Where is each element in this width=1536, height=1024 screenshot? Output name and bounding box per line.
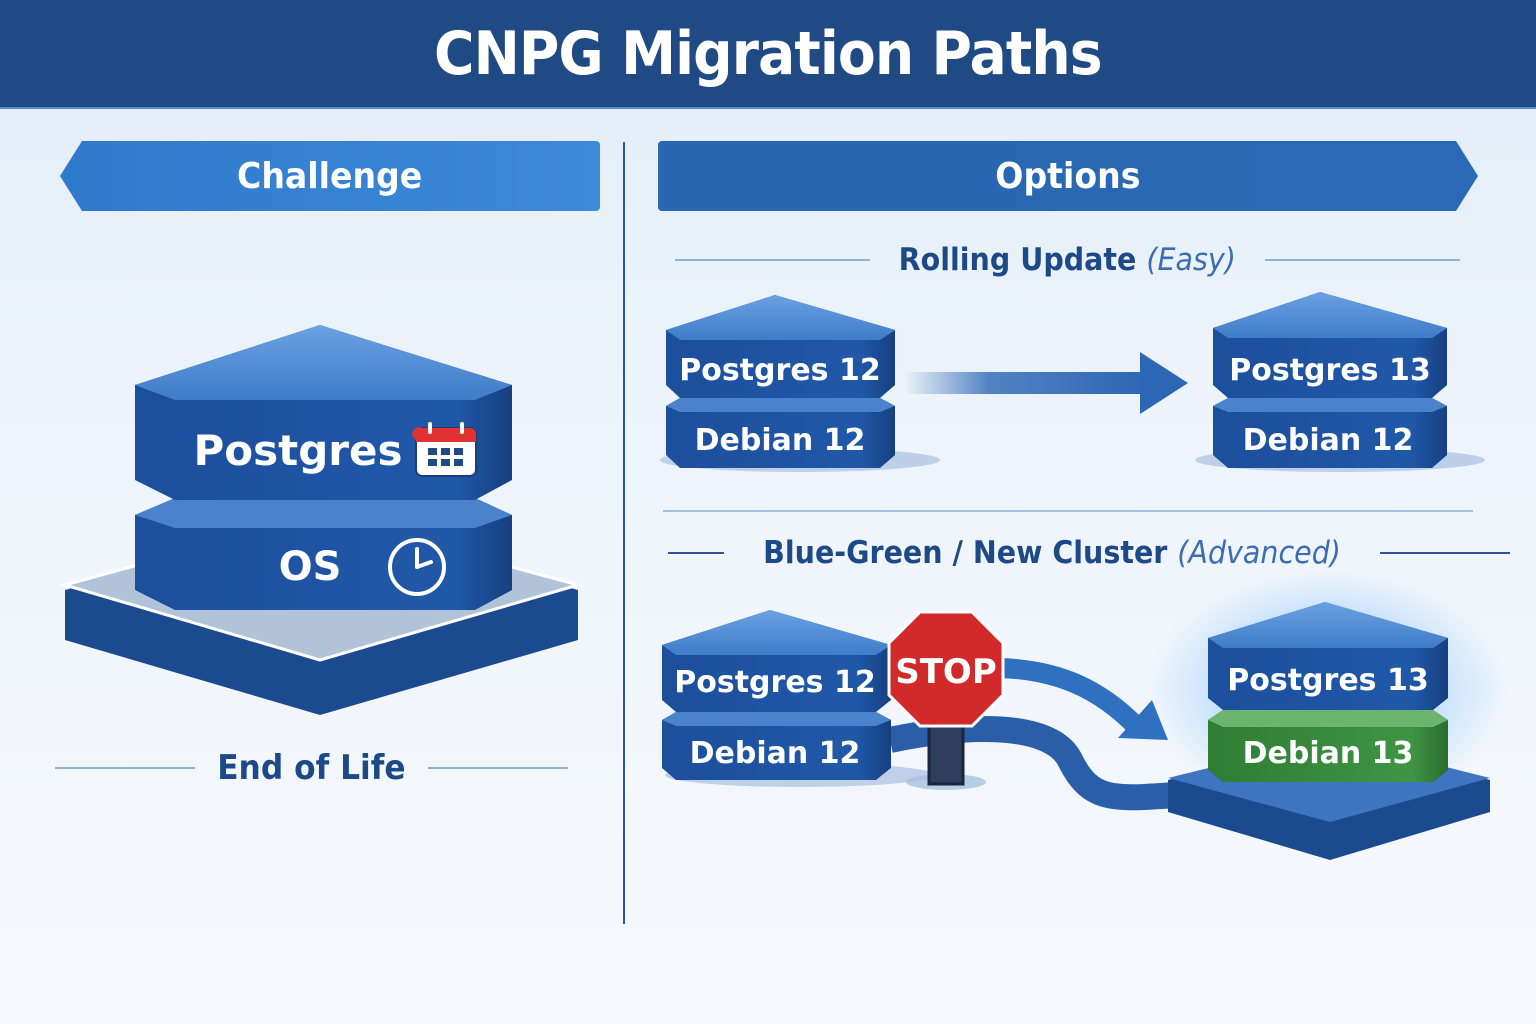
- blue-green-target-os: Debian 13: [1243, 736, 1414, 771]
- rolling-source-stack: Postgres 12 Debian 12: [660, 295, 940, 472]
- os-layer: OS: [135, 498, 512, 610]
- heading-rule-right: [1264, 259, 1460, 261]
- heading-rule-left: [668, 552, 724, 554]
- heading-rule-left: [675, 259, 871, 261]
- postgres-layer: Postgres: [135, 325, 512, 500]
- rolling-source-os: Debian 12: [695, 423, 866, 458]
- blue-green-source-stack: Postgres 12 Debian 12: [662, 610, 935, 787]
- options-separator: [663, 510, 1473, 512]
- clock-icon: [388, 538, 446, 596]
- blue-green-difficulty: (Advanced): [1177, 535, 1341, 571]
- rolling-update-difficulty: (Easy): [1146, 242, 1237, 278]
- page-title: CNPG Migration Paths: [434, 18, 1103, 89]
- blue-green-title: Blue-Green / New Cluster: [763, 535, 1168, 571]
- rolling-update-title: Rolling Update: [898, 242, 1137, 278]
- blue-green-source-postgres: Postgres 12: [674, 665, 875, 700]
- heading-rule-right: [1380, 552, 1511, 554]
- blue-green-heading: Blue-Green / New Cluster (Advanced): [668, 535, 1511, 571]
- rolling-update-heading: Rolling Update (Easy): [675, 242, 1460, 278]
- end-of-life-caption: End of Life: [55, 748, 569, 788]
- options-banner: Options: [658, 141, 1478, 211]
- postgres-label: Postgres: [194, 426, 403, 475]
- challenge-banner-label: Challenge: [237, 155, 423, 197]
- calendar-icon: [412, 422, 477, 477]
- blue-green-target-postgres: Postgres 13: [1227, 663, 1428, 698]
- panel-divider: [623, 142, 625, 924]
- rolling-target-os: Debian 12: [1243, 423, 1414, 458]
- caption-rule-right: [427, 767, 569, 769]
- rolling-target-stack: Postgres 13 Debian 12: [1195, 292, 1485, 472]
- end-of-life-text: End of Life: [217, 748, 406, 788]
- caption-rule-left: [55, 767, 196, 769]
- rolling-source-postgres: Postgres 12: [679, 353, 880, 388]
- rolling-update-arrow: [905, 352, 1188, 414]
- options-banner-label: Options: [995, 155, 1141, 197]
- rolling-target-postgres: Postgres 13: [1229, 353, 1430, 388]
- os-label: OS: [279, 544, 342, 590]
- stop-sign-label: STOP: [895, 652, 997, 692]
- title-bar: CNPG Migration Paths: [0, 0, 1536, 109]
- blue-green-target-stack: Postgres 13 Debian 13: [1208, 602, 1448, 782]
- blue-green-source-os: Debian 12: [690, 736, 861, 771]
- stop-sign-icon: STOP: [887, 610, 1005, 790]
- challenge-banner: Challenge: [60, 141, 600, 211]
